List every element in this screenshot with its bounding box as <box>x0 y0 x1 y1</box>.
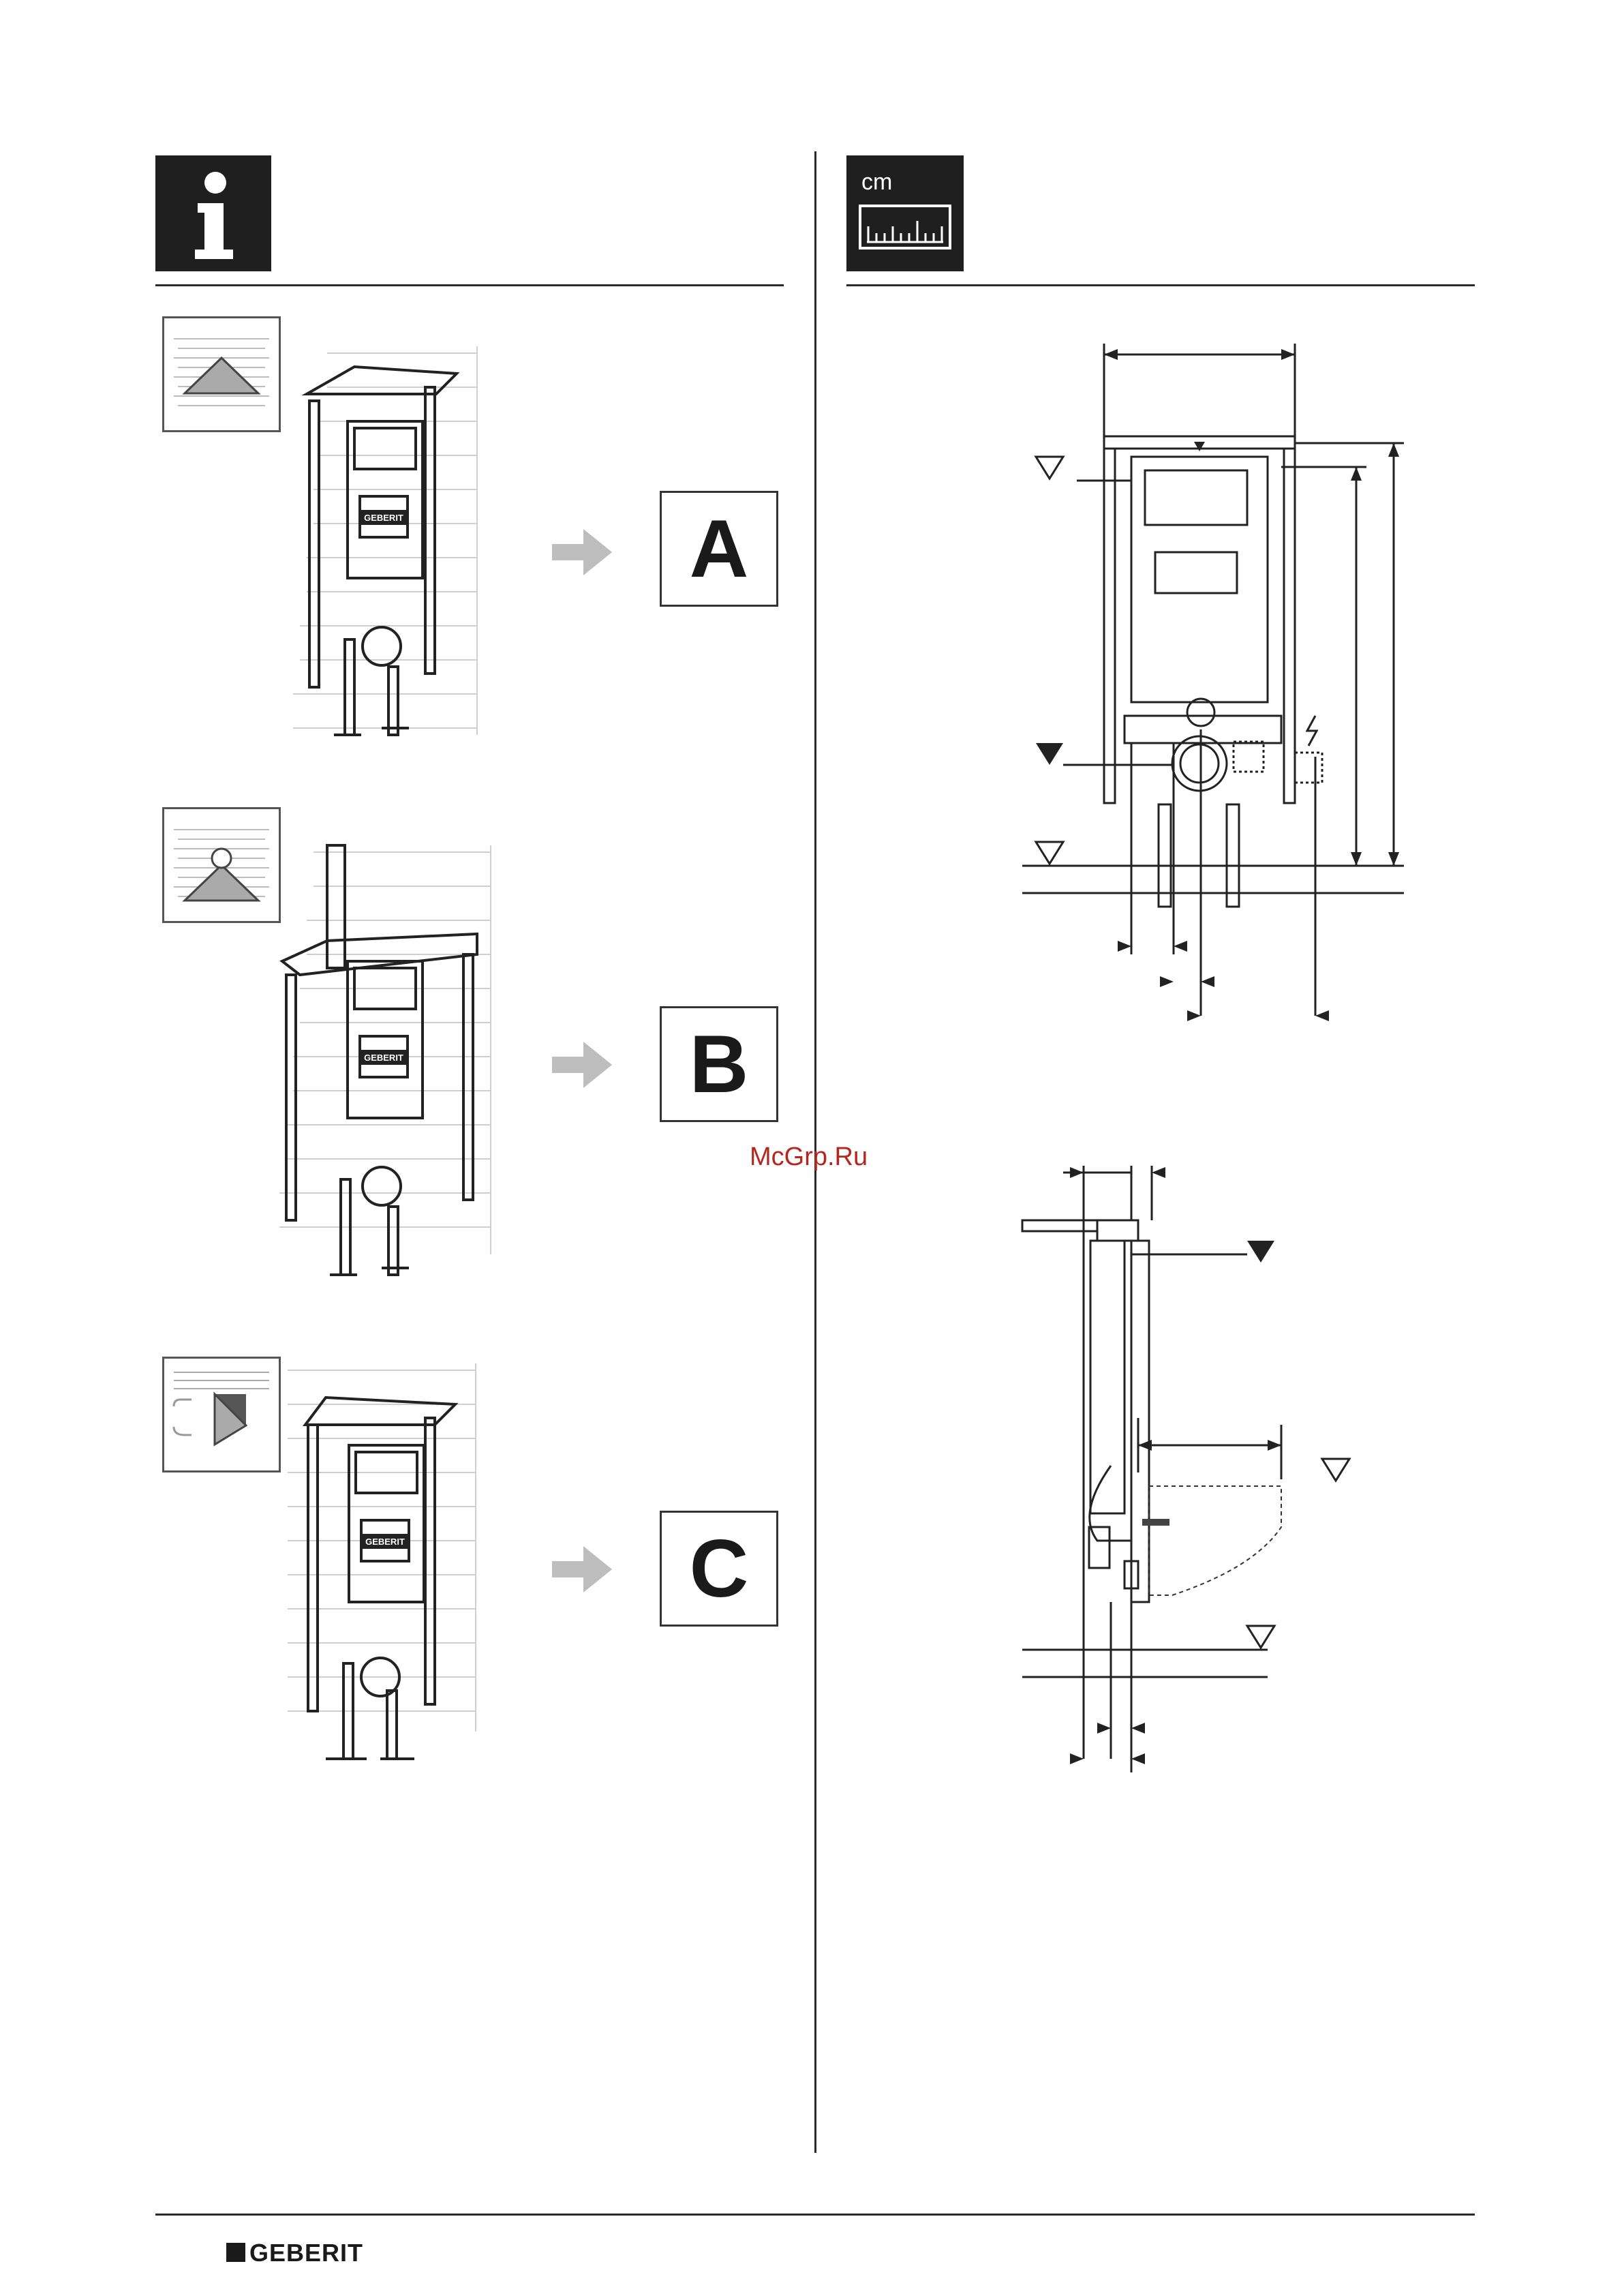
arrow-a-icon <box>552 525 613 579</box>
variant-a-box: A <box>660 491 778 607</box>
front-dimension-drawing <box>1022 334 1418 1050</box>
side-dimension-drawing <box>1022 1159 1349 1786</box>
geberit-logo-mark-icon <box>226 2243 245 2262</box>
installation-illustration-a: GEBERIT <box>279 346 484 776</box>
footer-rule <box>155 2214 1475 2216</box>
watermark-text: McGrp.Ru <box>750 1143 868 1172</box>
installation-illustration-b: GEBERIT <box>273 845 498 1316</box>
variant-b-letter: B <box>690 1023 749 1105</box>
info-glyph <box>155 155 271 271</box>
variant-b-box: B <box>660 1006 778 1122</box>
variant-c-box: C <box>660 1511 778 1627</box>
frame-logo-a: GEBERIT <box>364 513 403 523</box>
arrow-b-icon <box>552 1038 613 1092</box>
footer-brand: GEBERIT <box>249 2239 363 2267</box>
variant-c-letter: C <box>690 1528 749 1610</box>
lightning-icon <box>1307 716 1317 746</box>
right-header-rule <box>846 284 1475 286</box>
ruler-scale <box>846 155 964 271</box>
left-header-rule <box>155 284 784 286</box>
ruler-icon: cm <box>846 155 964 271</box>
frame-logo-c: GEBERIT <box>365 1537 405 1547</box>
installation-illustration-c: GEBERIT <box>278 1357 483 1779</box>
front-wall-icon <box>162 316 281 432</box>
front-wall-pipe-icon <box>162 807 281 923</box>
arrow-c-icon <box>552 1542 613 1597</box>
frame-logo-b: GEBERIT <box>364 1053 403 1063</box>
corner-wall-icon <box>162 1357 281 1472</box>
variant-a-letter: A <box>690 508 749 590</box>
info-icon <box>155 155 271 271</box>
